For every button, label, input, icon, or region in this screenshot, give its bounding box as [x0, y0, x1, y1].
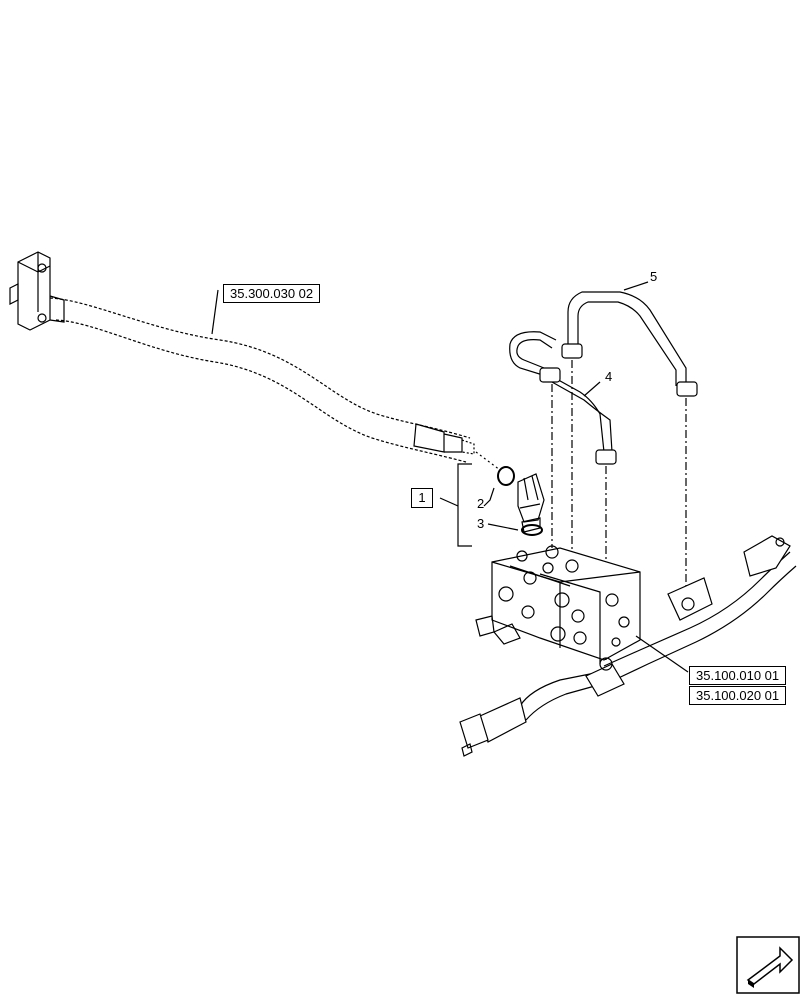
hydraulic-hose — [49, 297, 471, 463]
elbow-fitting — [517, 473, 545, 533]
valve-ref-leader — [635, 635, 689, 673]
control-valve-block — [475, 545, 641, 664]
callout-item-2: 2 — [477, 496, 485, 511]
tube-5 — [561, 291, 698, 397]
item-3-leader — [487, 523, 519, 531]
next-page-arrow-icon[interactable] — [736, 936, 800, 994]
ref-box-valve-a[interactable]: 35.100.010 01 — [689, 666, 787, 685]
item-4-leader — [583, 381, 601, 397]
ref-box-valve-b[interactable]: 35.100.020 01 — [689, 686, 787, 705]
item-5-leader — [623, 281, 649, 291]
hose-end-block — [9, 251, 51, 331]
item-1-bracket — [457, 463, 472, 547]
tube-4 — [509, 331, 617, 465]
callout-item-4: 4 — [605, 369, 613, 384]
item-1-leader — [439, 497, 459, 507]
ref-box-hose[interactable]: 35.300.030 02 — [223, 284, 321, 303]
item-2-leader — [483, 487, 495, 507]
hose-ref-leader — [211, 289, 219, 335]
o-ring-3 — [521, 524, 543, 536]
callout-item-5: 5 — [650, 269, 658, 284]
o-ring-2 — [497, 466, 515, 486]
assembly-line — [475, 451, 501, 471]
hose-end-fitting — [49, 295, 475, 455]
callout-item-3: 3 — [477, 516, 485, 531]
callout-item-1: 1 — [411, 488, 433, 508]
tube-assembly — [459, 535, 797, 757]
